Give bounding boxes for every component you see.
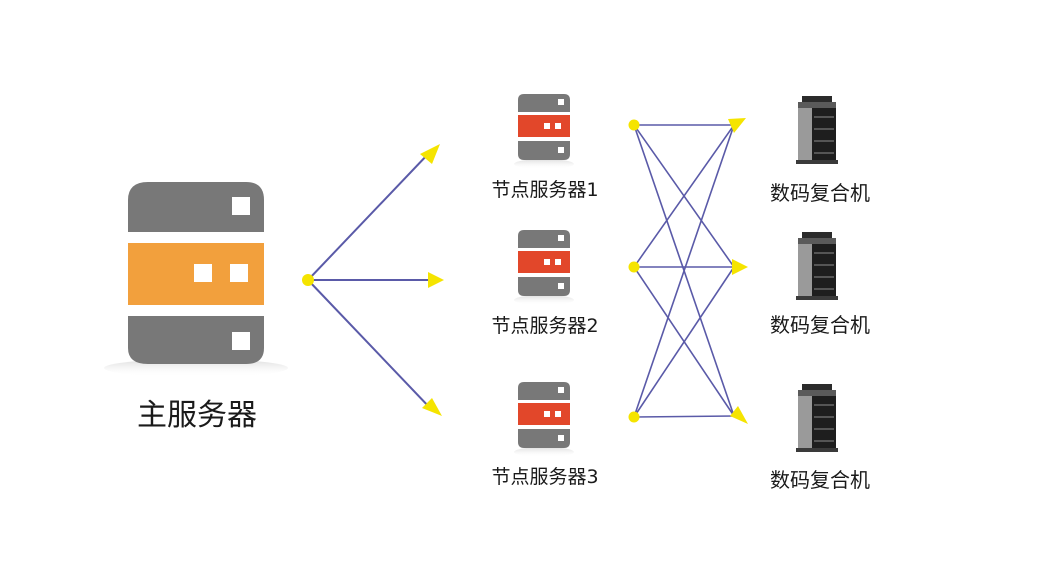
arrow-to-node1 (420, 144, 440, 164)
node-server-label-3: 节点服务器3 (491, 466, 599, 488)
main-junction-dot (302, 274, 314, 286)
node-server-icon-2 (514, 230, 574, 305)
node-server-icon-1 (514, 94, 574, 169)
arrow-to-node2 (428, 272, 444, 288)
device-label-2: 数码复合机 (770, 313, 870, 337)
main-connections (307, 151, 433, 411)
arrow-to-device3 (730, 406, 748, 424)
main-server-icon (104, 182, 288, 377)
node1-junction-dot (628, 119, 640, 131)
printer-icon-3 (796, 384, 838, 452)
node-server-label-1: 节点服务器1 (491, 179, 599, 201)
mesh-connections (633, 124, 735, 418)
printer-icon-1 (796, 96, 838, 164)
arrow-to-device1 (728, 118, 746, 133)
arrow-to-node3 (422, 398, 442, 416)
device-label-1: 数码复合机 (770, 181, 870, 205)
node-server-label-2: 节点服务器2 (491, 315, 599, 337)
node-server-icon-3 (514, 382, 574, 457)
printer-icon-2 (796, 232, 838, 300)
node3-junction-dot (628, 411, 640, 423)
node2-junction-dot (628, 261, 640, 273)
device-label-3: 数码复合机 (770, 468, 870, 492)
main-server-label: 主服务器 (137, 398, 257, 433)
arrow-to-device2 (732, 259, 748, 275)
